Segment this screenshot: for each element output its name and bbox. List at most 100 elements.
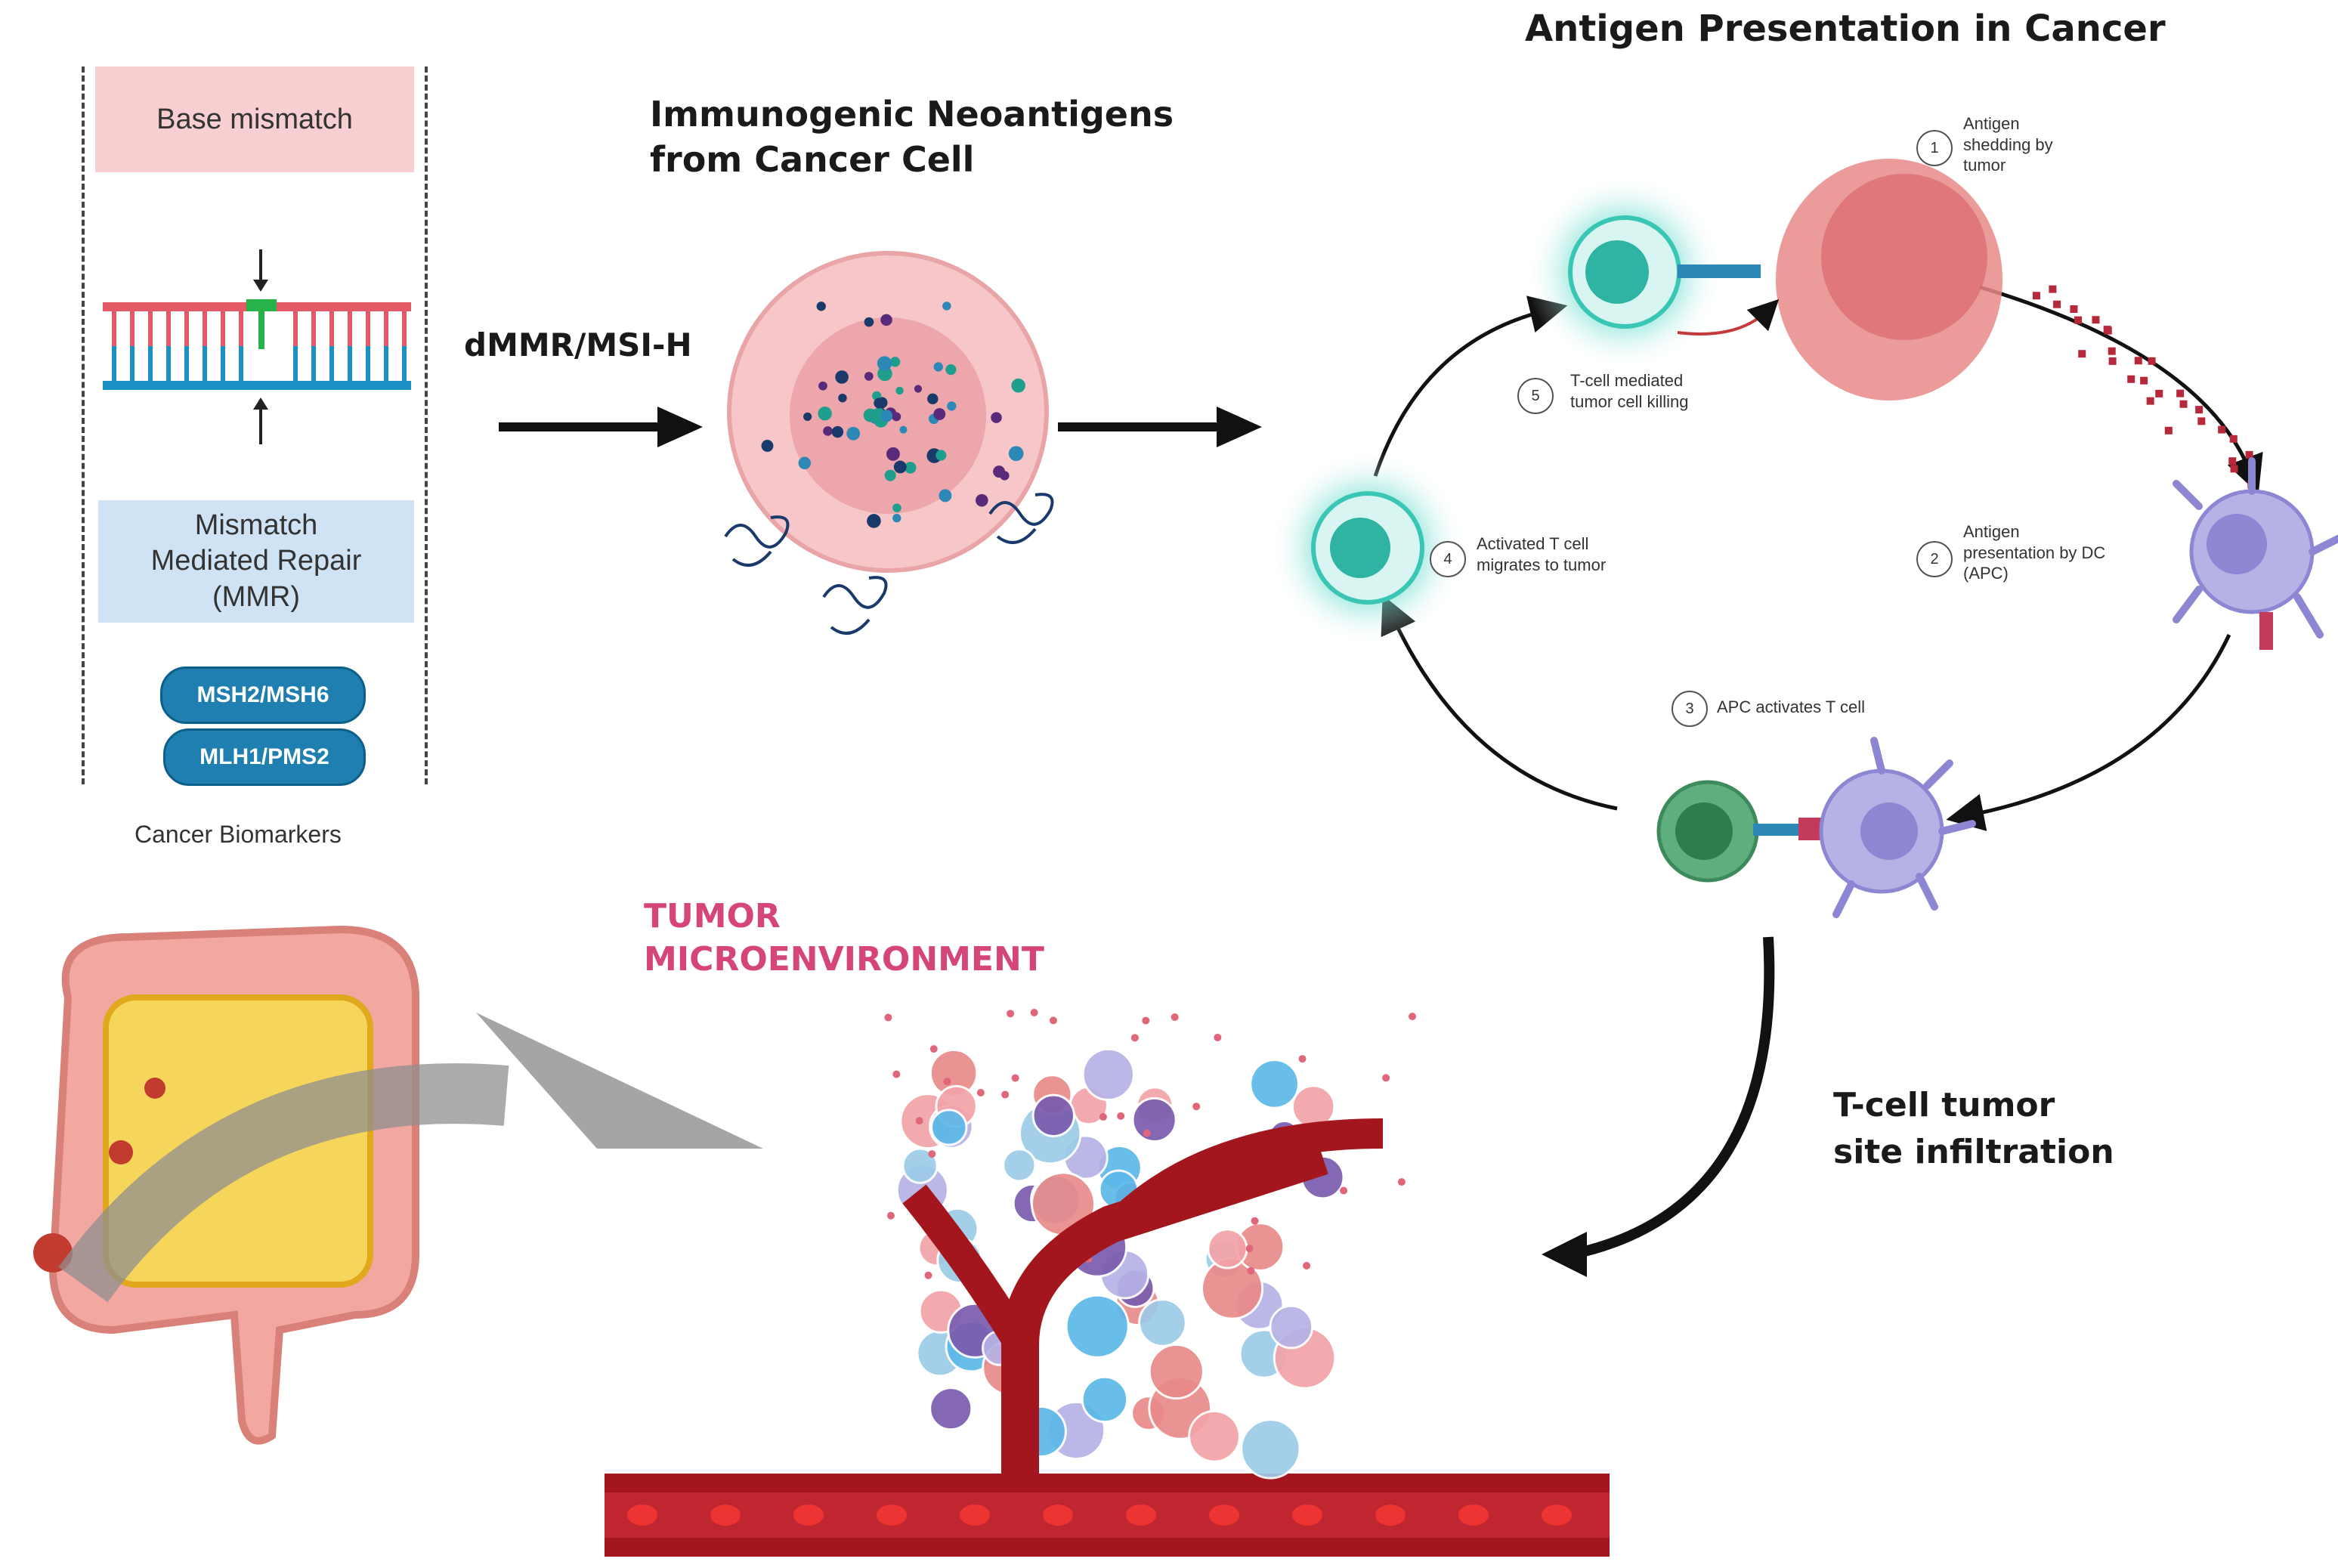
- step-1-number: 1: [1916, 130, 1953, 166]
- red-blood-cell: [960, 1505, 990, 1526]
- tme-cell: [1138, 1298, 1187, 1347]
- neoantigen-dot: [886, 447, 900, 461]
- dna-rung: [184, 346, 189, 381]
- dna-rung: [402, 346, 407, 381]
- dmmr-msi-h-label: dMMR/MSI-H: [464, 326, 692, 363]
- tme-cell: [901, 1147, 939, 1184]
- tme-cell: [1065, 1294, 1130, 1359]
- antigen-particle: [2127, 375, 2135, 383]
- tme-cell: [1081, 1047, 1135, 1101]
- tme-particle: [915, 1117, 923, 1125]
- dna-rung: [293, 311, 298, 346]
- step-5-number: 5: [1517, 378, 1554, 414]
- dna-rung: [366, 346, 370, 381]
- base-mismatch-label: Base mismatch: [156, 103, 353, 135]
- base-mismatch-box: Base mismatch: [95, 66, 414, 172]
- antigen-particle: [2134, 357, 2142, 365]
- step-4-number: 4: [1430, 541, 1466, 577]
- red-blood-cell: [1292, 1505, 1322, 1526]
- neoantigen-dot: [831, 425, 844, 438]
- neoantigen-dot: [864, 317, 874, 327]
- neoantigen-dot: [798, 456, 812, 469]
- tme-particle: [892, 1070, 901, 1078]
- dna-rung: [221, 346, 225, 381]
- dna-rung: [384, 311, 388, 346]
- dna-rung: [239, 311, 243, 346]
- red-blood-cell: [627, 1505, 657, 1526]
- dna-rung: [203, 346, 207, 381]
- antigen-particle: [2148, 357, 2156, 365]
- step-1-text: Antigen shedding by tumor: [1963, 114, 2053, 175]
- tme-particle: [1049, 1016, 1057, 1025]
- neoantigen-dot: [818, 381, 827, 391]
- dna-rung: [112, 311, 116, 346]
- cancer-biomarkers-caption: Cancer Biomarkers: [135, 821, 342, 848]
- infiltration-label: T-cell tumor site infiltration: [1833, 1086, 2114, 1171]
- step-3-text: APC activates T cell: [1717, 697, 1866, 716]
- tme-particle: [1251, 1217, 1259, 1225]
- neoantigen-dot: [877, 366, 892, 382]
- dna-rung: [366, 311, 370, 346]
- neoantigen-dot: [927, 393, 939, 405]
- gene-pill-msh2-msh6: MSH2/MSH6: [160, 666, 366, 724]
- cycle-illustration: [1270, 159, 2338, 918]
- neoantigen-dot: [1008, 446, 1024, 462]
- neoantigen-dot: [933, 408, 946, 420]
- dna-rung: [329, 346, 334, 381]
- antigen-particle: [2195, 406, 2203, 414]
- tme-cell: [1269, 1304, 1314, 1350]
- neoantigen-dot: [880, 410, 893, 422]
- antigen-particle: [2228, 457, 2237, 465]
- neoantigen-dot: [947, 401, 957, 411]
- dna-rung: [166, 346, 171, 381]
- antigen-particle: [2104, 326, 2112, 335]
- antigen-particle: [2074, 316, 2083, 324]
- neoantigen-dot: [939, 489, 952, 503]
- neoantigen-dot: [846, 426, 861, 441]
- tme-cell: [1002, 1148, 1037, 1183]
- neoantigen-dot: [899, 425, 908, 434]
- tme-particle: [929, 1045, 938, 1053]
- antigen-particle: [2164, 426, 2173, 435]
- tme-particle: [1247, 1266, 1255, 1275]
- tme-cell: [1249, 1059, 1300, 1109]
- antigen-particle: [2108, 357, 2117, 365]
- tme-particle: [1001, 1090, 1010, 1099]
- red-blood-cell: [1209, 1505, 1239, 1526]
- neoantigen-dot: [864, 372, 874, 381]
- dna-rung: [348, 346, 352, 381]
- antigen-particle: [2049, 285, 2057, 293]
- neoantigen-dot: [803, 412, 812, 421]
- dmmr-arrow: [499, 407, 703, 447]
- neoantigen-dot: [895, 386, 904, 395]
- tme-particle: [1171, 1013, 1179, 1022]
- gene-label: MSH2/MSH6: [196, 682, 329, 707]
- dna-rung: [348, 311, 352, 346]
- red-blood-cell: [877, 1505, 907, 1526]
- neoantigen-dot: [904, 462, 917, 474]
- mmr-panel-right-border: [425, 66, 428, 784]
- cycle-title: Antigen Presentation in Cancer: [1525, 8, 2166, 50]
- neoantigen-dot: [816, 302, 826, 311]
- cancer-cell-illustration: [724, 251, 1054, 635]
- neoantigen-dot: [835, 370, 849, 384]
- red-blood-cell: [1542, 1505, 1572, 1526]
- tme-particle: [943, 1078, 951, 1086]
- antigen-particle: [2108, 347, 2116, 355]
- tme-cell: [929, 1387, 973, 1431]
- tme-particle: [1409, 1013, 1417, 1021]
- neoantigen-dot: [892, 514, 901, 523]
- tme-particle: [928, 1150, 936, 1158]
- dna-rung: [293, 346, 298, 381]
- tme-particle: [884, 1013, 892, 1022]
- red-blood-cell: [1375, 1505, 1406, 1526]
- tme-particle: [1099, 1113, 1107, 1121]
- antigen-particle: [2218, 425, 2226, 434]
- dna-rung: [130, 346, 135, 381]
- red-blood-cell: [1126, 1505, 1156, 1526]
- neoantigen-dot: [945, 364, 957, 376]
- antigen-particle: [2179, 400, 2188, 408]
- neoantigen-dot: [942, 302, 951, 311]
- dna-mismatch-illustration: [103, 249, 411, 444]
- neoantigen-dot: [867, 514, 881, 528]
